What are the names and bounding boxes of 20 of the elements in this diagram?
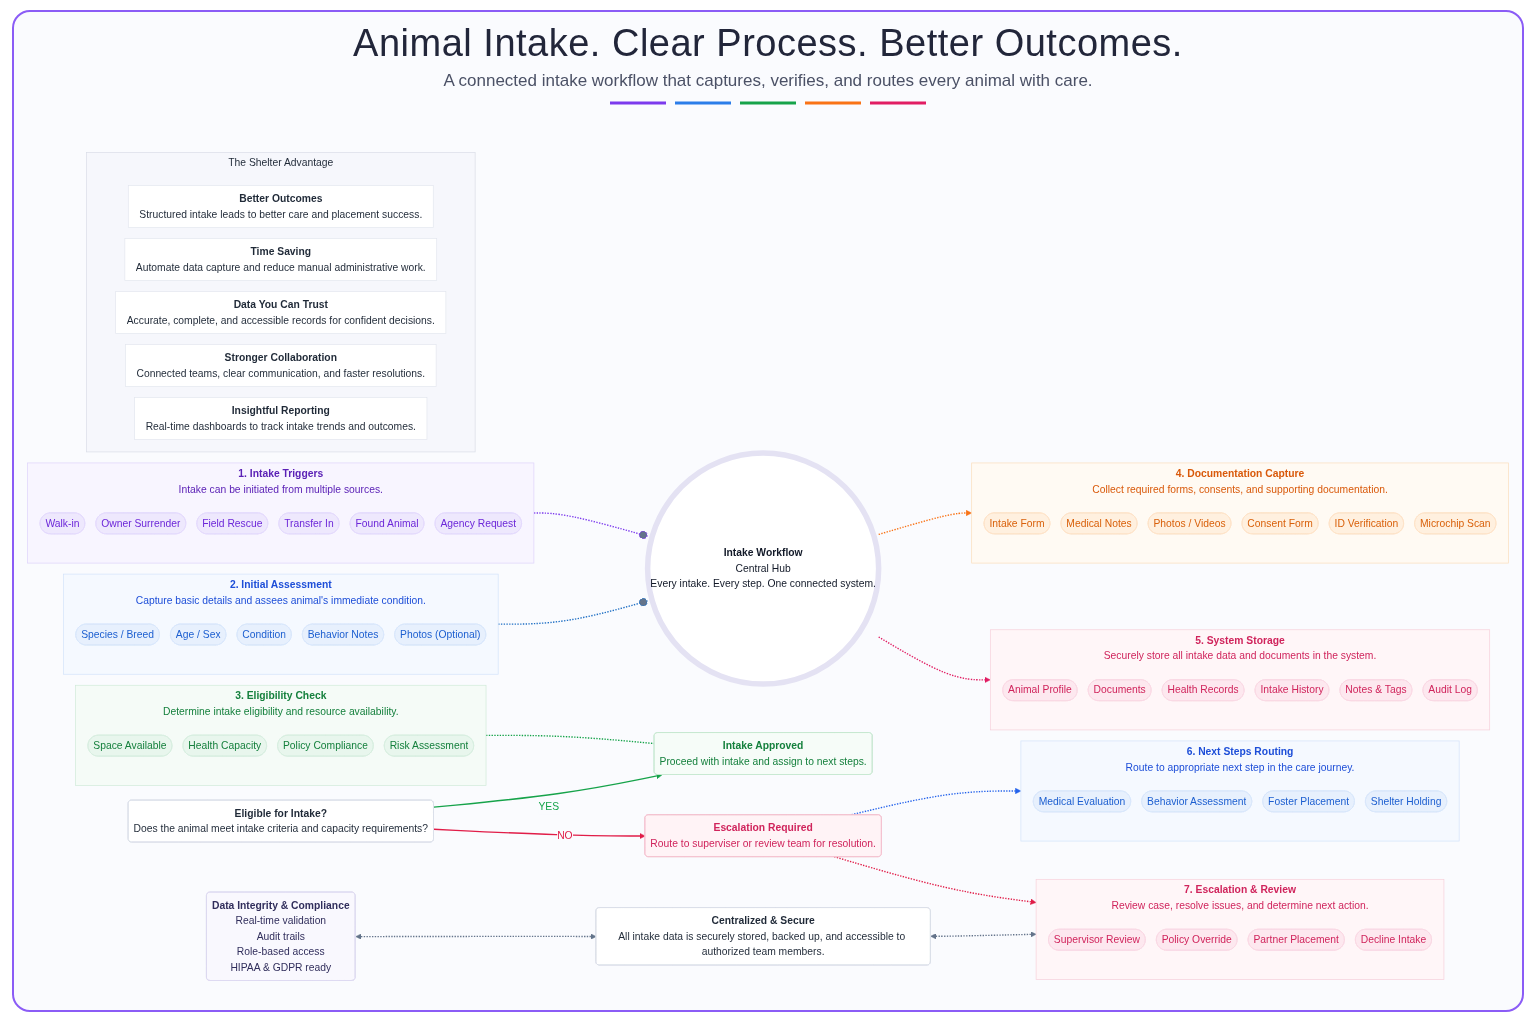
arrow — [877, 635, 991, 683]
node-box: Insightful Reporting Real-time dashboards to track intake trends and outcomes. — [134, 396, 428, 440]
node-box: Data You Can Trust Accurate, complete, and accessible records for confident decisions. — [115, 290, 447, 334]
arrow — [433, 772, 663, 808]
connector — [497, 597, 649, 625]
node-text: Eligible for Intake? Does the animal meet intake criteria and capacity requirements? — [133, 806, 428, 834]
node-box: Better Outcomes Structured intake leads to better care and placement success. — [127, 184, 434, 228]
node-box: Stronger Collaboration Connected teams, clear communication, and faster resolutions. — [125, 343, 437, 387]
arrow — [833, 855, 1037, 905]
node-circle: Intake Workflow Central Hub Every intake. Every step. One connected system. — [644, 449, 882, 687]
arrow — [930, 930, 1037, 939]
node-box: Time Saving Automate data capture and reduce manual administrative work. — [124, 237, 438, 281]
subtitle: A connected intake workflow that captures, verifies, and routes every animal with care. — [443, 71, 1093, 91]
arrow — [877, 509, 972, 535]
edge-label: YES — [538, 799, 560, 812]
edge-label: NO — [557, 828, 573, 841]
arrow — [433, 828, 646, 839]
arrow — [355, 933, 597, 940]
node-text: Centralized & Secure All intake data is securely stored, backed up, and accessible to authorized team members. — [618, 913, 906, 957]
title: Animal Intake. Clear Process. Better Outcomes. — [353, 22, 1183, 65]
